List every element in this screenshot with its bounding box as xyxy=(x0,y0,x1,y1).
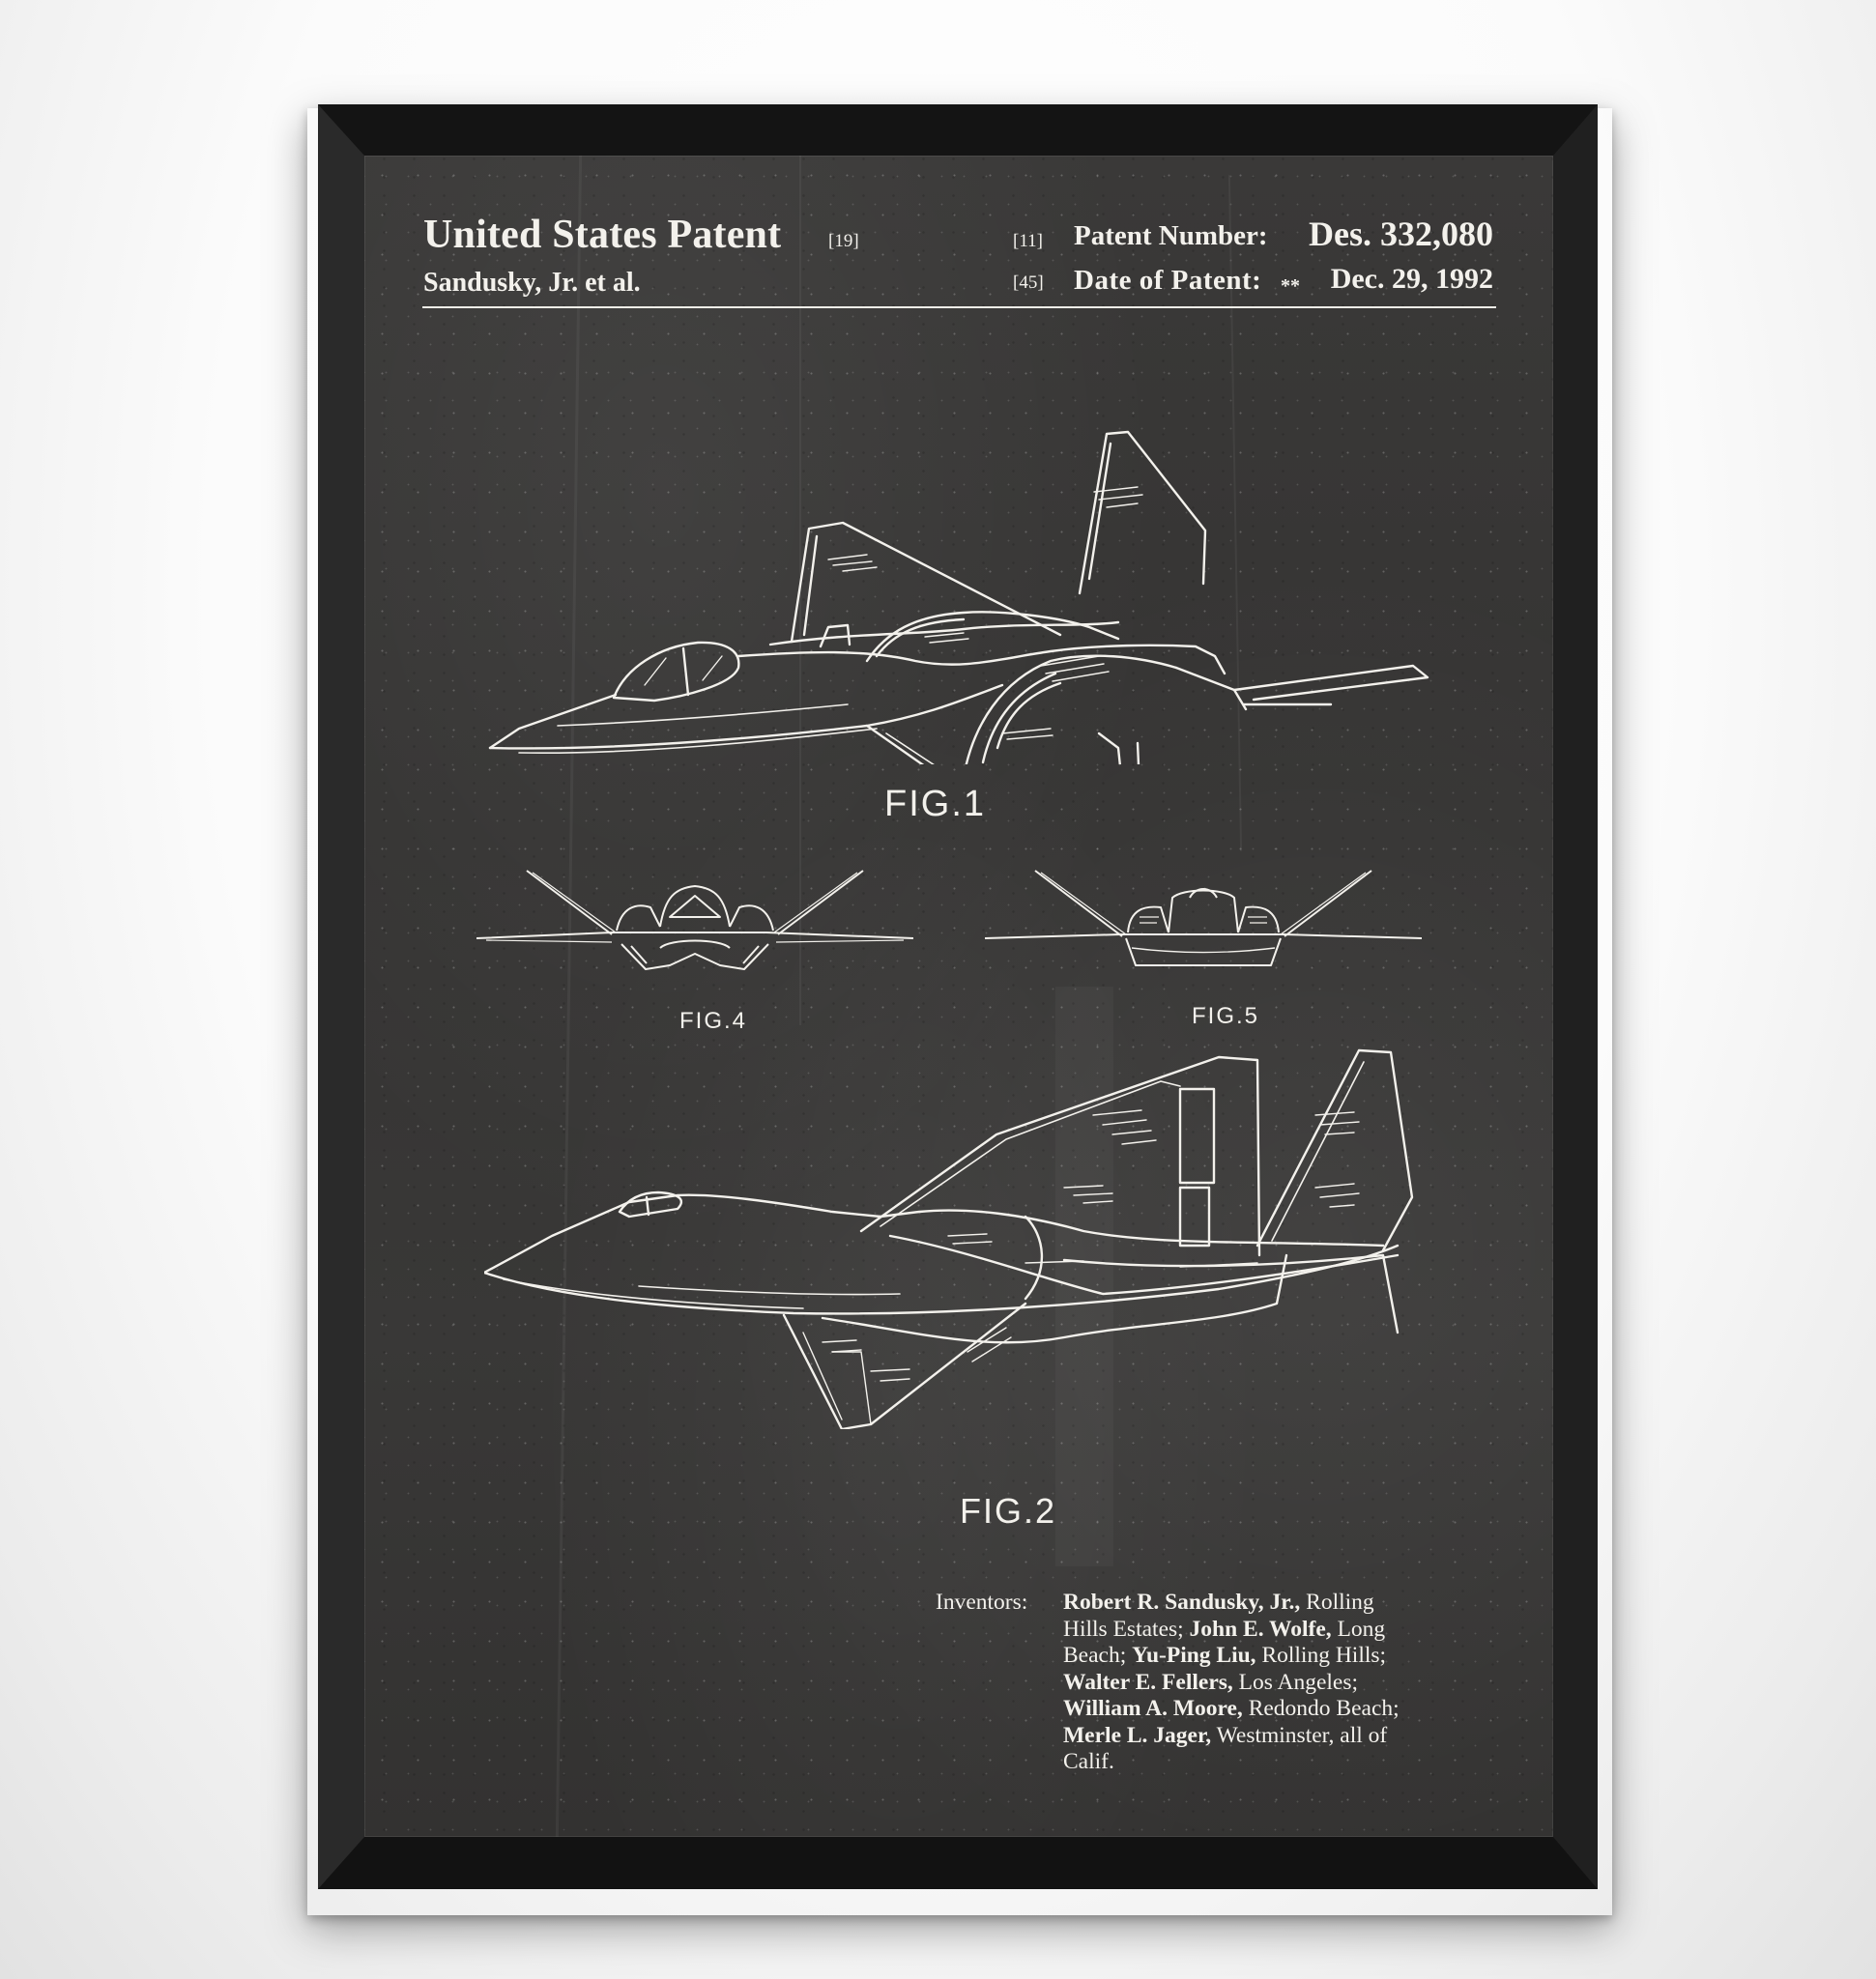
aircraft-front-view-icon xyxy=(476,870,913,970)
inventor-line: William A. Moore, Redondo Beach; xyxy=(1063,1696,1440,1723)
inventors-list: Robert R. Sandusky, Jr., Rolling Hills E… xyxy=(1063,1590,1440,1776)
inventor-name: Robert R. Sandusky, Jr., xyxy=(1063,1590,1301,1615)
inventor-location: Los Angeles; xyxy=(1232,1669,1359,1695)
inventor-name: Merle L. Jager, xyxy=(1063,1722,1212,1748)
inventor-location: Calif. xyxy=(1063,1749,1114,1774)
date-of-patent-label: Date of Patent: xyxy=(1074,265,1262,296)
inventor-location: Long xyxy=(1331,1616,1386,1642)
inventor-location: Rolling xyxy=(1300,1590,1374,1615)
patent-number-label: Patent Number: xyxy=(1074,220,1268,251)
frame-left-edge xyxy=(318,104,364,1889)
frame-bottom-edge xyxy=(318,1837,1598,1889)
inventor-line: Robert R. Sandusky, Jr., Rolling xyxy=(1063,1590,1440,1617)
inventor-location: Hills Estates; xyxy=(1063,1616,1190,1642)
figure-4-front-view-drawing xyxy=(476,869,913,973)
inventor-location: Beach; xyxy=(1063,1643,1133,1668)
patent-author: Sandusky, Jr. et al. xyxy=(423,268,641,298)
figure-1-label: FIG.1 xyxy=(884,784,987,824)
aircraft-perspective-icon xyxy=(488,430,1429,764)
aircraft-perspective-bottom-icon xyxy=(484,1048,1414,1429)
inventor-name: Walter E. Fellers, xyxy=(1063,1669,1233,1695)
patent-number-value: Des. 332,080 xyxy=(1309,215,1493,253)
frame-top-edge xyxy=(318,104,1598,156)
figure-2-aircraft-drawing xyxy=(484,1043,1417,1429)
frame-right-edge xyxy=(1553,104,1598,1889)
inventor-line: Merle L. Jager, Westminster, all of xyxy=(1063,1723,1440,1750)
inventor-location: Rolling Hills; xyxy=(1255,1643,1387,1668)
chalkboard-print: United States Patent [19] Sandusky, Jr. … xyxy=(364,156,1553,1837)
patent-number-ref-code: [11] xyxy=(1013,231,1043,251)
patent-title: United States Patent xyxy=(423,213,782,257)
date-of-patent-value: Dec. 29, 1992 xyxy=(1330,263,1493,295)
figure-4-label: FIG.4 xyxy=(679,1008,748,1034)
inventor-name: William A. Moore, xyxy=(1063,1696,1243,1721)
figure-2-label: FIG.2 xyxy=(960,1491,1057,1531)
chalk-texture xyxy=(364,156,1553,1837)
inventor-line: Calif. xyxy=(1063,1749,1440,1776)
header-divider xyxy=(422,306,1496,308)
inventor-line: Beach; Yu-Ping Liu, Rolling Hills; xyxy=(1063,1643,1440,1670)
figure-5-label: FIG.5 xyxy=(1192,1003,1260,1029)
figure-5-rear-view-drawing xyxy=(985,869,1422,973)
date-marker: ** xyxy=(1281,275,1300,297)
inventor-name: Yu-Ping Liu, xyxy=(1132,1643,1256,1668)
title-ref-code: [19] xyxy=(828,231,859,251)
inventor-name: John E. Wolfe, xyxy=(1189,1616,1332,1642)
inventor-location: Westminster, all of xyxy=(1211,1722,1388,1748)
aircraft-rear-view-icon xyxy=(985,870,1422,966)
inventor-location: Redondo Beach; xyxy=(1242,1696,1400,1721)
date-ref-code: [45] xyxy=(1013,272,1044,293)
figure-1-aircraft-drawing xyxy=(461,415,1442,764)
chalk-streak xyxy=(555,156,583,1837)
inventors-label: Inventors: xyxy=(936,1590,1028,1615)
inventor-line: Hills Estates; John E. Wolfe, Long xyxy=(1063,1617,1440,1644)
inventor-line: Walter E. Fellers, Los Angeles; xyxy=(1063,1670,1440,1697)
